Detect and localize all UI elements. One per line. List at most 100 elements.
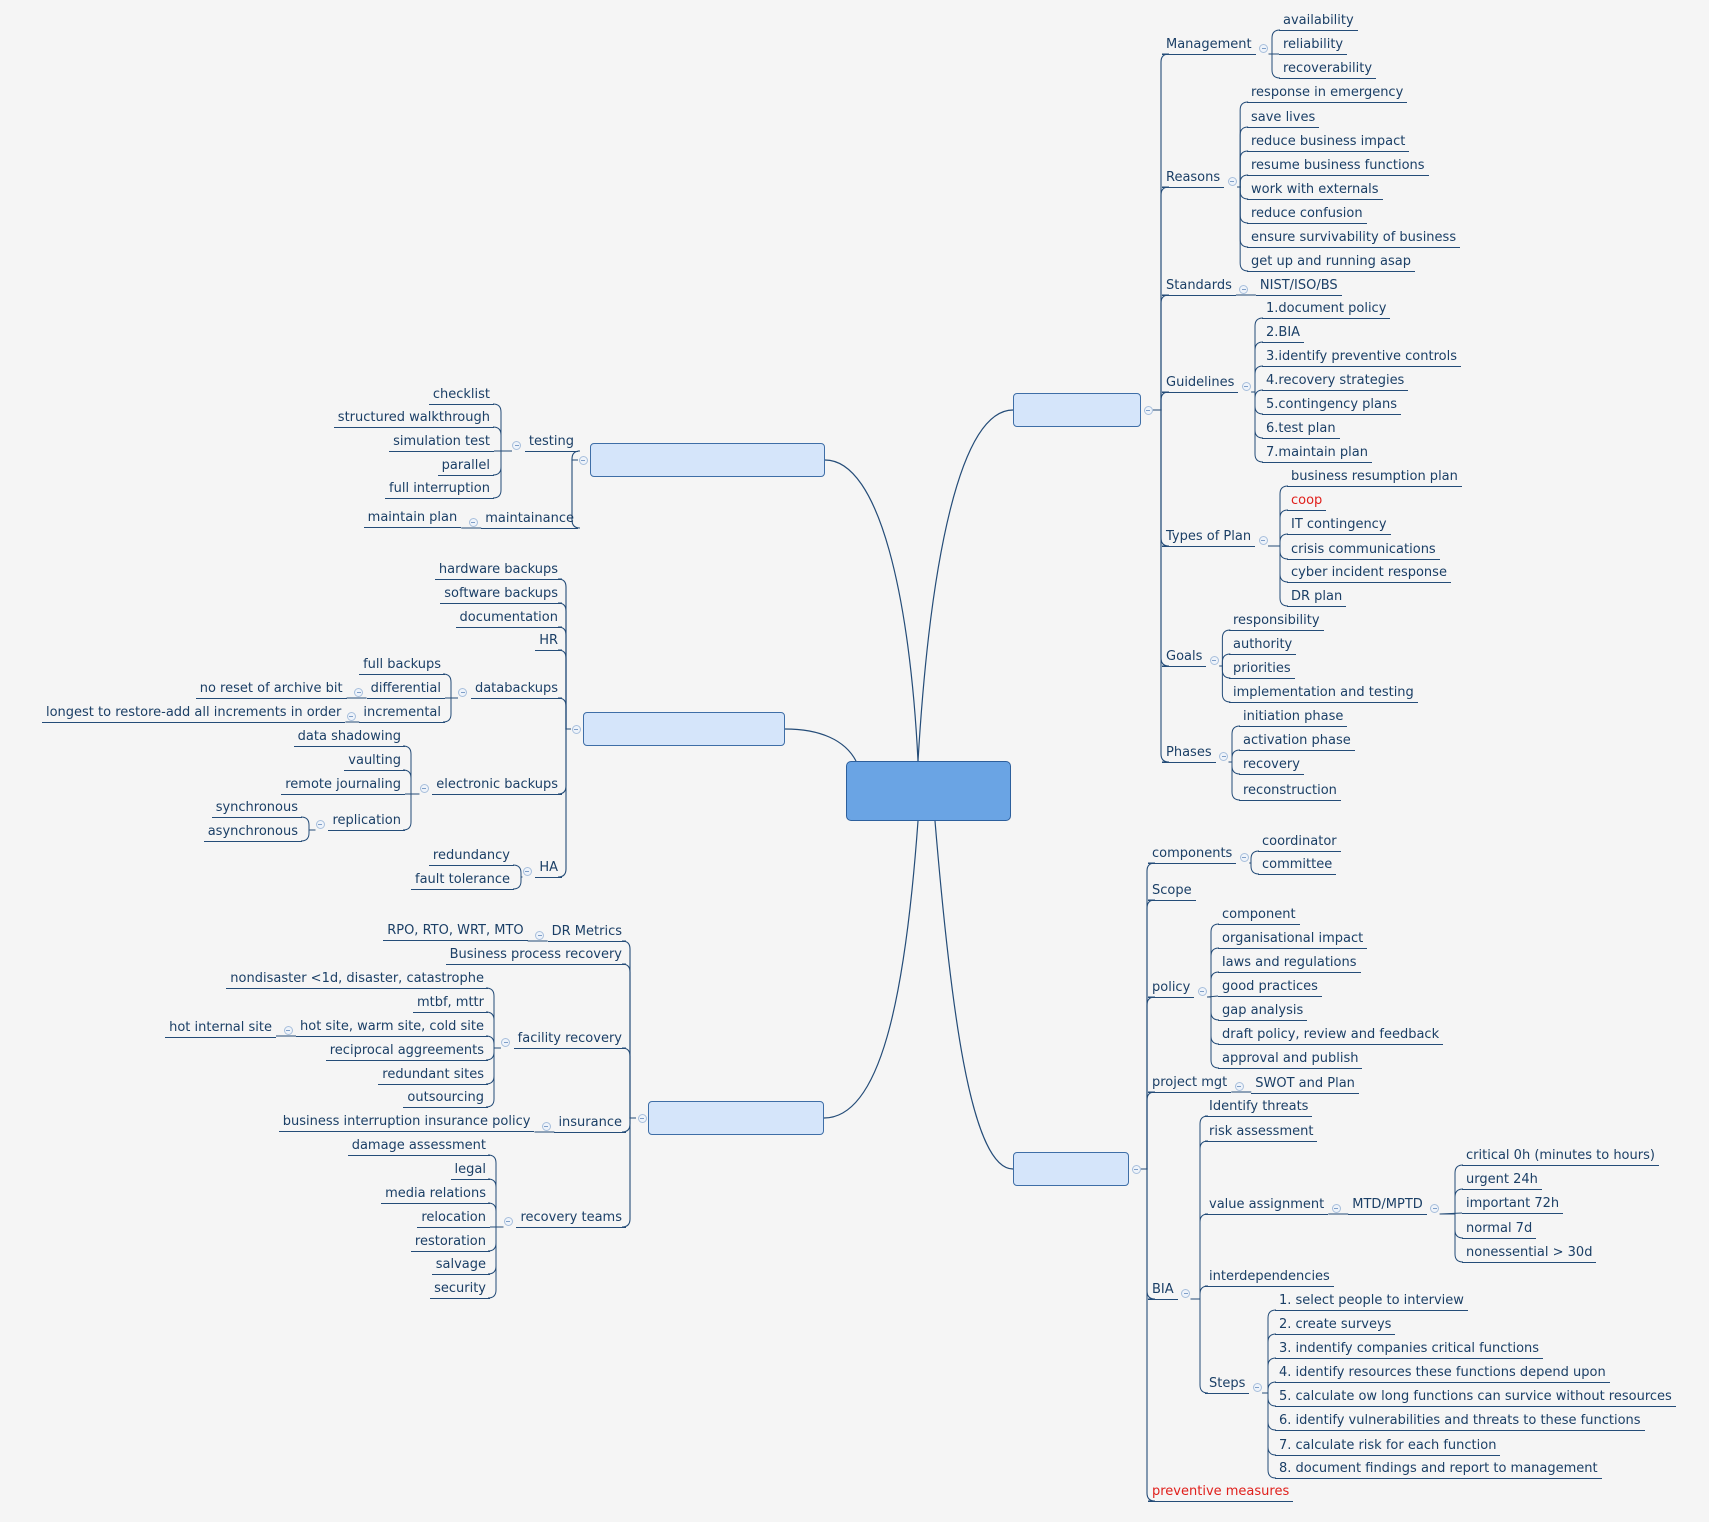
replication-collapse-toggle[interactable] <box>315 819 325 829</box>
topic-technology-recovery[interactable] <box>583 712 785 746</box>
management-collapse-toggle[interactable] <box>1259 43 1269 53</box>
4-identify-resources-these-functions-depend-upon-node[interactable]: 4. identify resources these functions de… <box>1279 1365 1606 1380</box>
bcp-planning-collapse-toggle[interactable] <box>1143 405 1153 415</box>
hot-site-warm-site-cold-site-group[interactable]: hot site, warm site, cold site <box>300 1019 484 1034</box>
facility-recovery-group[interactable]: facility recovery <box>517 1031 622 1046</box>
business-process-recovery-node[interactable]: Business process recovery <box>449 947 622 962</box>
redundant-sites-node[interactable]: redundant sites <box>382 1067 484 1082</box>
recoverability-node[interactable]: recoverability <box>1283 61 1373 76</box>
media-relations-node[interactable]: media relations <box>385 1186 486 1201</box>
simulation-test-node[interactable]: simulation test <box>393 434 490 449</box>
draft-policy-review-and-feedback-node[interactable]: draft policy, review and feedback <box>1222 1027 1440 1042</box>
work-with-externals-node[interactable]: work with externals <box>1251 182 1379 197</box>
relocation-node[interactable]: relocation <box>421 1210 486 1225</box>
component-node[interactable]: component <box>1222 907 1296 922</box>
differential-collapse-toggle[interactable] <box>354 687 364 697</box>
maintainance-collapse-toggle[interactable] <box>468 517 478 527</box>
technology-recovery-collapse-toggle[interactable] <box>571 724 581 734</box>
components-group[interactable]: components <box>1152 846 1233 861</box>
documentation-node[interactable]: documentation <box>459 610 558 625</box>
checklist-node[interactable]: checklist <box>432 387 490 402</box>
interdependencies-node[interactable]: interdependencies <box>1209 1269 1330 1284</box>
2-bia-node[interactable]: 2.BIA <box>1266 325 1301 340</box>
get-up-and-running-asap-node[interactable]: get up and running asap <box>1251 254 1411 269</box>
policy-collapse-toggle[interactable] <box>1197 986 1207 996</box>
guidelines-group[interactable]: Guidelines <box>1166 375 1235 390</box>
components-collapse-toggle[interactable] <box>1239 852 1249 862</box>
5-contingency-plans-node[interactable]: 5.contingency plans <box>1266 397 1397 412</box>
bia-group[interactable]: BIA <box>1152 1282 1174 1297</box>
scope-group[interactable]: Scope <box>1152 883 1192 898</box>
7-calculate-risk-for-each-function-node[interactable]: 7. calculate risk for each function <box>1279 1438 1497 1453</box>
ha-group[interactable]: HA <box>539 860 558 875</box>
reduce-confusion-node[interactable]: reduce confusion <box>1251 206 1363 221</box>
management-group[interactable]: Management <box>1166 37 1252 52</box>
steps-group[interactable]: Steps <box>1209 1376 1246 1391</box>
recovery-teams-group[interactable]: recovery teams <box>520 1210 622 1225</box>
ensure-survivability-of-business-node[interactable]: ensure survivability of business <box>1251 230 1457 245</box>
dr-metrics-group[interactable]: DR Metrics <box>551 924 622 939</box>
phases-group[interactable]: Phases <box>1166 745 1212 760</box>
standards-collapse-toggle[interactable] <box>1239 284 1249 294</box>
3-identify-preventive-controls-node[interactable]: 3.identify preventive controls <box>1266 349 1457 364</box>
topic-bcp-project[interactable] <box>1013 1152 1129 1186</box>
laws-and-regulations-node[interactable]: laws and regulations <box>1222 955 1357 970</box>
databackups-group[interactable]: databackups <box>474 681 558 696</box>
phases-collapse-toggle[interactable] <box>1219 751 1229 761</box>
6-test-plan-node[interactable]: 6.test plan <box>1266 421 1336 436</box>
critical-0h-minutes-to-hours-node[interactable]: critical 0h (minutes to hours) <box>1466 1148 1655 1163</box>
topic-bcp-planning[interactable] <box>1013 393 1141 427</box>
nonessential-30d-node[interactable]: nonessential > 30d <box>1466 1245 1593 1260</box>
reasons-collapse-toggle[interactable] <box>1227 176 1237 186</box>
reasons-group[interactable]: Reasons <box>1166 170 1221 185</box>
response-in-emergency-node[interactable]: response in emergency <box>1251 85 1404 100</box>
reconstruction-node[interactable]: reconstruction <box>1243 783 1337 798</box>
parallel-node[interactable]: parallel <box>441 458 490 473</box>
insurance-collapse-toggle[interactable] <box>541 1121 551 1131</box>
steps-collapse-toggle[interactable] <box>1252 1382 1262 1392</box>
electronic-backups-collapse-toggle[interactable] <box>419 783 429 793</box>
root-topic[interactable] <box>846 761 1011 821</box>
preventive-measures-group[interactable]: preventive measures <box>1152 1484 1290 1499</box>
2-create-surveys-node[interactable]: 2. create surveys <box>1279 1317 1392 1332</box>
recovery-strategy-collapse-toggle[interactable] <box>637 1113 647 1123</box>
5-calculate-ow-long-functions-can-survice-without-resources-node[interactable]: 5. calculate ow long functions can survi… <box>1279 1389 1672 1404</box>
testing-collapse-toggle[interactable] <box>512 440 522 450</box>
bcp-project-collapse-toggle[interactable] <box>1131 1164 1141 1174</box>
project-mgt-group[interactable]: project mgt <box>1152 1075 1228 1090</box>
facility-recovery-collapse-toggle[interactable] <box>501 1037 511 1047</box>
hr-node[interactable]: HR <box>539 633 558 648</box>
policy-group[interactable]: policy <box>1152 980 1191 995</box>
business-resumption-plan-node[interactable]: business resumption plan <box>1291 469 1458 484</box>
software-backups-node[interactable]: software backups <box>444 586 558 601</box>
urgent-24h-node[interactable]: urgent 24h <box>1466 1172 1538 1187</box>
mtbf-mttr-node[interactable]: mtbf, mttr <box>416 995 484 1010</box>
project-mgt-collapse-toggle[interactable] <box>1234 1081 1244 1091</box>
bia-collapse-toggle[interactable] <box>1181 1288 1191 1298</box>
security-node[interactable]: security <box>434 1281 486 1296</box>
normal-7d-node[interactable]: normal 7d <box>1466 1221 1533 1236</box>
activation-phase-node[interactable]: activation phase <box>1243 733 1351 748</box>
business-interruption-insurance-policy-node[interactable]: business interruption insurance policy <box>282 1114 531 1129</box>
legal-node[interactable]: legal <box>454 1162 486 1177</box>
data-shadowing-node[interactable]: data shadowing <box>297 729 401 744</box>
important-72h-node[interactable]: important 72h <box>1466 1196 1560 1211</box>
asynchronous-node[interactable]: asynchronous <box>207 824 298 839</box>
hardware-backups-node[interactable]: hardware backups <box>438 562 558 577</box>
outsourcing-node[interactable]: outsourcing <box>407 1090 484 1105</box>
priorities-node[interactable]: priorities <box>1233 661 1291 676</box>
replication-group[interactable]: replication <box>332 813 401 828</box>
organisational-impact-node[interactable]: organisational impact <box>1222 931 1364 946</box>
fault-tolerance-node[interactable]: fault tolerance <box>415 872 510 887</box>
nist-iso-bs-node[interactable]: NIST/ISO/BS <box>1259 278 1338 293</box>
full-interruption-node[interactable]: full interruption <box>389 481 490 496</box>
authority-node[interactable]: authority <box>1233 637 1293 652</box>
synchronous-node[interactable]: synchronous <box>215 800 298 815</box>
redundancy-node[interactable]: redundancy <box>432 848 510 863</box>
mtd-mptd-collapse-toggle[interactable] <box>1430 1203 1440 1213</box>
full-backups-node[interactable]: full backups <box>363 657 441 672</box>
site-types-collapse-toggle[interactable] <box>283 1025 293 1035</box>
maintain-plan-node[interactable]: maintain plan <box>367 510 458 525</box>
recovery-teams-collapse-toggle[interactable] <box>503 1216 513 1226</box>
rpo-rto-wrt-mto-node[interactable]: RPO, RTO, WRT, MTO <box>387 923 524 938</box>
